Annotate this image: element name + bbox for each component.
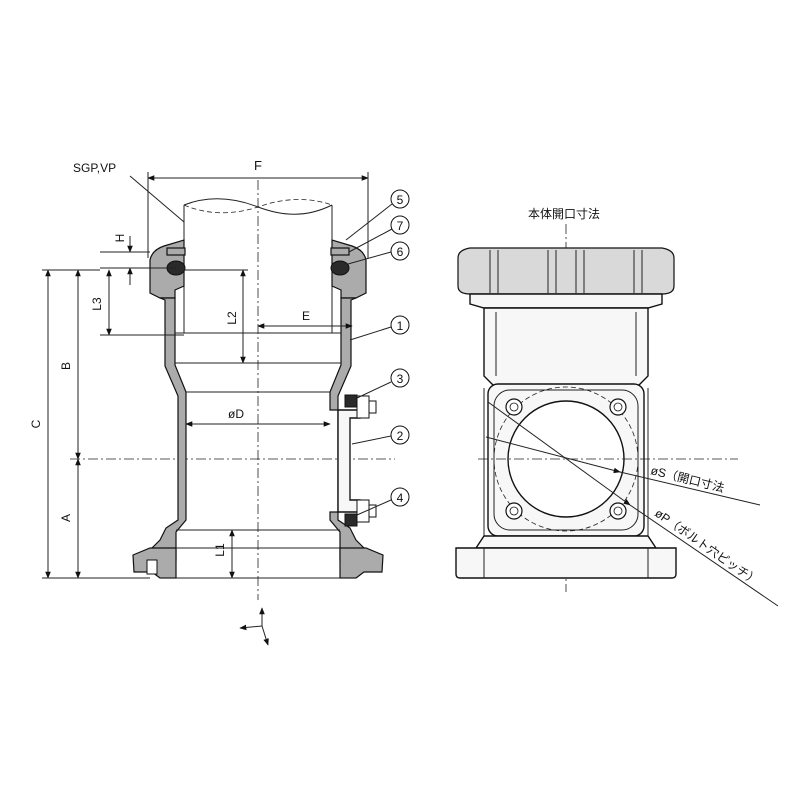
dim-H-label: H xyxy=(113,234,127,243)
dim-L3-label: L3 xyxy=(90,297,104,311)
gasket-top xyxy=(344,394,358,408)
callout-6: 6 xyxy=(347,241,410,265)
svg-text:1: 1 xyxy=(397,319,404,333)
side-cover-plate xyxy=(337,409,361,513)
callout-1: 1 xyxy=(349,315,410,341)
dim-B-label: B xyxy=(59,362,73,370)
svg-text:6: 6 xyxy=(397,245,404,259)
side-base-flange xyxy=(455,547,677,579)
dim-A-label: A xyxy=(59,514,73,522)
section-view: F SGP,VP H L3 L2 E B C A xyxy=(29,158,410,600)
bolt-top xyxy=(356,395,377,419)
dim-S-label: øS（開口寸法 xyxy=(649,463,725,495)
axis-triad-icon xyxy=(239,607,269,646)
callout-7: 7 xyxy=(348,215,410,253)
side-cap xyxy=(457,247,675,295)
dim-L2-label: L2 xyxy=(225,311,239,325)
svg-text:7: 7 xyxy=(397,219,404,233)
washer-right xyxy=(330,247,350,256)
svg-text:4: 4 xyxy=(397,491,404,505)
body-opening-title: 本体開口寸法 xyxy=(528,207,600,221)
svg-text:2: 2 xyxy=(397,429,404,443)
svg-text:3: 3 xyxy=(397,372,404,386)
packing-ring-right xyxy=(330,260,350,276)
side-view: 本体開口寸法 xyxy=(455,207,779,607)
side-body xyxy=(483,307,649,389)
callout-3: 3 xyxy=(356,368,410,399)
bolt-holes xyxy=(505,398,627,520)
gasket-bottom xyxy=(344,513,358,527)
dim-L1-label: L1 xyxy=(213,543,227,557)
dim-C-label: C xyxy=(29,419,43,428)
dim-F-label: F xyxy=(254,158,262,173)
callout-5: 5 xyxy=(345,189,410,241)
bolt-bottom xyxy=(356,499,377,523)
body-wall-left xyxy=(149,297,187,561)
pipe-type-label: SGP,VP xyxy=(73,161,116,175)
bolt-pitch-circle xyxy=(493,386,639,532)
callout-4: 4 xyxy=(356,487,410,516)
callout-2: 2 xyxy=(351,425,410,445)
washer-left xyxy=(166,247,186,256)
svg-text:5: 5 xyxy=(397,193,404,207)
dim-D-label: øD xyxy=(228,407,244,421)
dim-E-label: E xyxy=(302,309,310,323)
